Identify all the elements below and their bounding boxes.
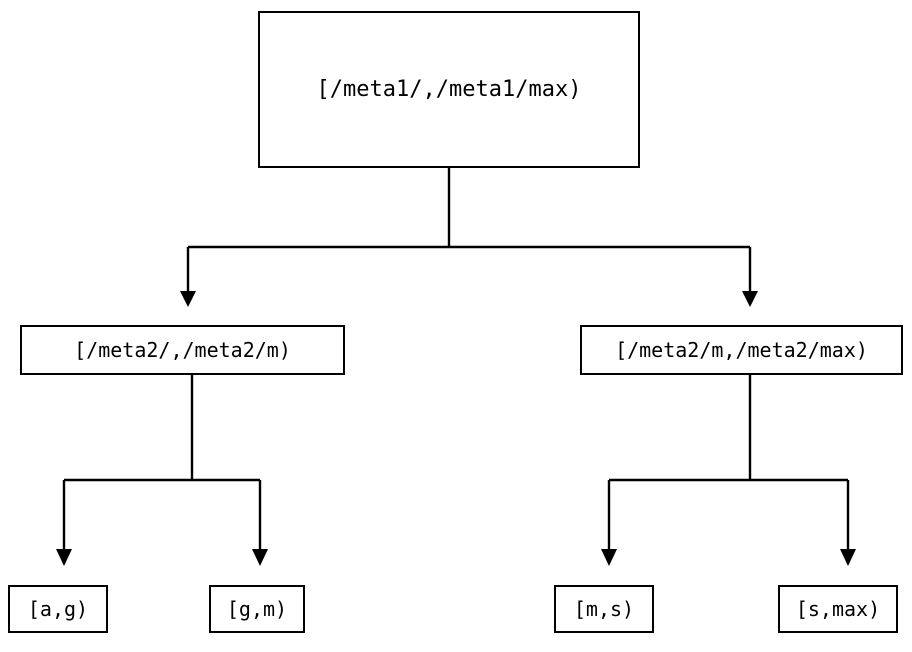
tree-node-mid-right-label: [/meta2/m,/meta2/max) (615, 338, 868, 362)
arrowhead-leaf-2-icon (252, 549, 268, 566)
tree-node-leaf-4-label: [s,max) (795, 597, 881, 621)
tree-node-root-label: [/meta1/,/meta1/max) (316, 76, 582, 102)
tree-node-leaf-2-label: [g,m) (226, 597, 288, 621)
tree-node-leaf-3-label: [m,s) (573, 597, 635, 621)
tree-node-leaf-1-label: [a,g) (27, 597, 89, 621)
tree-node-leaf-3[interactable]: [m,s) (554, 585, 654, 633)
tree-node-mid-left-label: [/meta2/,/meta2/m) (74, 338, 291, 362)
tree-node-root[interactable]: [/meta1/,/meta1/max) (258, 11, 640, 168)
tree-node-leaf-1[interactable]: [a,g) (8, 585, 108, 633)
arrowhead-mid-right-icon (742, 291, 758, 307)
arrowhead-leaf-4-icon (840, 549, 856, 566)
tree-node-leaf-4[interactable]: [s,max) (778, 585, 898, 633)
arrowhead-leaf-1-icon (56, 549, 72, 566)
arrowhead-leaf-3-icon (601, 549, 617, 566)
tree-node-mid-left[interactable]: [/meta2/,/meta2/m) (20, 325, 345, 375)
tree-node-leaf-2[interactable]: [g,m) (209, 585, 305, 633)
tree-node-mid-right[interactable]: [/meta2/m,/meta2/max) (580, 325, 903, 375)
arrowhead-mid-left-icon (180, 291, 196, 307)
